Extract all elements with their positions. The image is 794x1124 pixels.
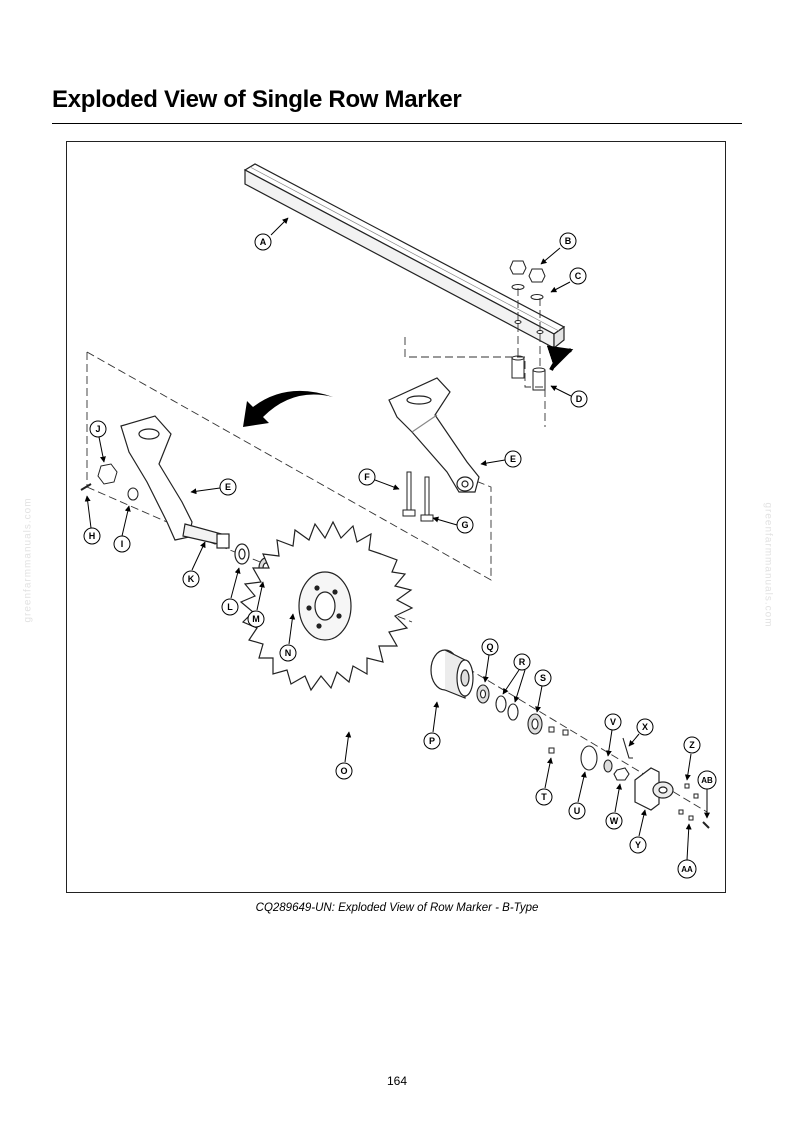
watermark-right: greenfarmmanuals.com [762,502,774,628]
callout-e-right: E [480,450,522,468]
callout-s: S [534,669,552,713]
svg-text:C: C [575,271,582,281]
cap-fasteners [678,783,710,829]
bracket-bolts [402,471,434,522]
svg-text:H: H [89,531,96,541]
callout-a: A [254,217,289,251]
bracket-right [388,377,480,493]
svg-text:U: U [574,806,581,816]
svg-text:X: X [642,722,648,732]
callout-aa: AA [677,823,697,879]
spindle-nut-hardware [80,463,139,501]
svg-text:G: G [461,520,468,530]
callout-b: B [540,232,577,265]
svg-text:N: N [285,648,292,658]
assembly-lines [86,288,708,813]
figure-caption: CQ289649-UN: Exploded View of Row Marker… [255,902,539,914]
svg-text:B: B [565,236,572,246]
callout-z: Z [683,736,701,781]
callout-y: Y [629,809,647,854]
callout-u: U [568,771,587,820]
svg-text:I: I [121,539,124,549]
svg-text:R: R [519,657,526,667]
svg-text:P: P [429,736,435,746]
callout-x: X [628,718,654,747]
svg-text:M: M [252,614,260,624]
svg-text:D: D [576,394,583,404]
svg-text:Z: Z [689,740,695,750]
callout-i: I [113,505,131,553]
hub-cap [634,767,674,811]
small-nuts [548,726,569,754]
title-rule [52,123,742,124]
svg-text:S: S [540,673,546,683]
callout-r: R [502,653,531,703]
svg-text:T: T [541,792,547,802]
svg-text:J: J [95,424,100,434]
callout-m: M [247,581,265,628]
svg-text:E: E [225,482,231,492]
page-number: 164 [386,1074,408,1088]
svg-text:Y: Y [635,840,641,850]
top-hardware [509,260,546,334]
callout-q: Q [481,638,499,683]
svg-text:O: O [340,766,347,776]
page-title: Exploded View of Single Row Marker [52,86,462,113]
exploded-view-diagram: A B C D E [80,163,717,879]
callout-v: V [604,713,622,757]
callouts: A B C D E [83,217,717,879]
svg-text:V: V [610,717,616,727]
svg-text:F: F [364,472,370,482]
diagram-frame: A B C D E [66,141,726,893]
svg-text:AB: AB [701,776,713,785]
svg-text:W: W [610,816,619,826]
svg-text:A: A [260,237,267,247]
callout-d: D [550,385,588,408]
callout-ab: AB [697,770,717,819]
callout-n: N [279,613,297,662]
svg-text:K: K [188,574,195,584]
spacer-bushings [511,345,574,391]
svg-text:Q: Q [486,642,493,652]
svg-text:E: E [510,454,516,464]
callout-c: C [550,267,587,293]
rotation-arrow [243,390,333,427]
callout-w: W [605,783,623,830]
hub [430,649,474,699]
callout-f: F [358,468,400,490]
bearing-set [476,684,543,735]
callout-o: O [335,731,353,780]
callout-e-left: E [190,478,237,496]
square-tube [243,163,566,350]
svg-text:L: L [227,602,233,612]
bracket-left [120,415,230,549]
cap-hardware [580,737,633,781]
notched-disc-blade [239,520,414,692]
callout-h: H [83,495,101,545]
callout-p: P [423,701,441,750]
watermark-left: greenfarmmanuals.com [22,497,34,623]
callout-l: L [221,567,241,616]
callout-t: T [535,757,553,806]
callout-j: J [89,420,107,463]
callout-k: K [182,541,206,588]
callout-g: G [432,516,474,534]
svg-text:AA: AA [681,865,693,874]
